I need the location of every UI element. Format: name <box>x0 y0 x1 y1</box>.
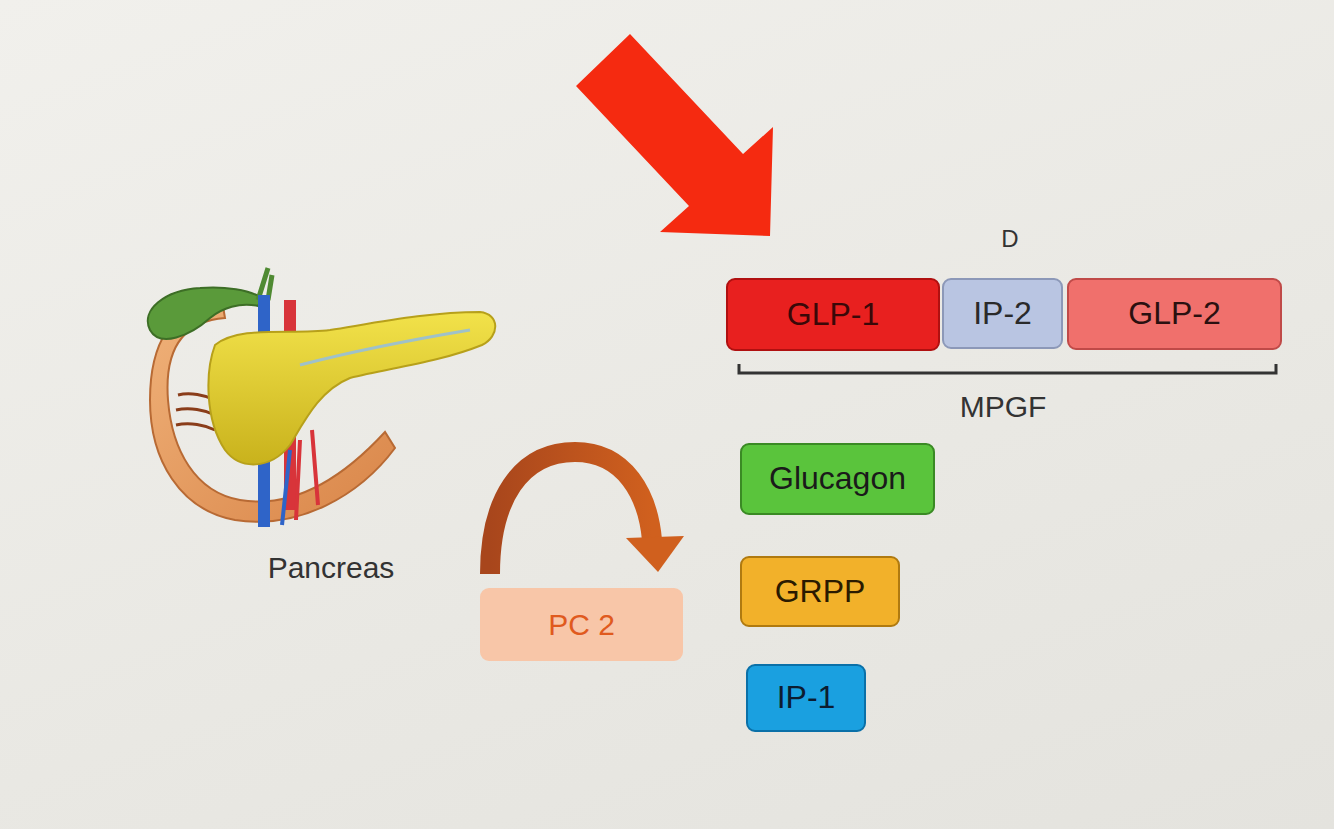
box-text: GLP-1 <box>787 297 879 332</box>
panel-letter: D <box>1001 226 1018 252</box>
product-box: Glucagon <box>740 443 935 515</box>
group-label: MPGF <box>960 390 1047 423</box>
product-box: GRPP <box>740 556 900 627</box>
curved-arrow <box>490 452 684 574</box>
peptide-segment: IP-2 <box>942 278 1063 349</box>
pancreas-illustration <box>148 268 495 527</box>
peptide-segment: GLP-1 <box>726 278 940 351</box>
box-text: IP-1 <box>777 680 836 715</box>
pointer-arrow <box>576 34 773 236</box>
box-text: PC 2 <box>548 608 615 641</box>
box-text: Glucagon <box>769 461 906 496</box>
product-box: IP-1 <box>746 664 866 732</box>
peptide-segment: GLP-2 <box>1067 278 1282 350</box>
box-text: GRPP <box>775 574 866 609</box>
organ-label: Pancreas <box>268 551 395 584</box>
box-text: GLP-2 <box>1128 296 1220 331</box>
enzyme-box: PC 2 <box>480 588 683 661</box>
bracket <box>739 364 1276 373</box>
box-text: IP-2 <box>973 296 1032 331</box>
